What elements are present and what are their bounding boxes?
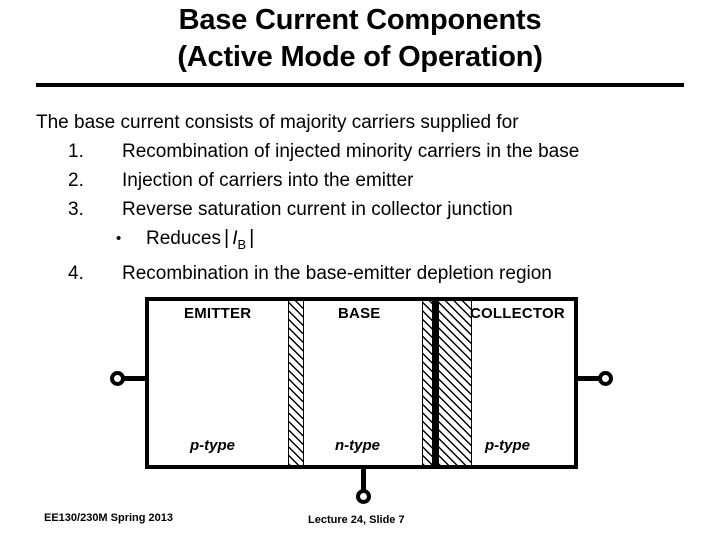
list-item-label: Injection of carriers into the emitter [122, 170, 414, 191]
collector-terminal [598, 371, 613, 386]
list-item-marker: 2. [68, 170, 84, 191]
list-item-marker: 3. [68, 199, 84, 220]
list-item-label: Recombination of injected minority carri… [122, 141, 580, 162]
sub-bullet-prefix: Reduces [146, 228, 221, 249]
list-item-label: Reverse saturation current in collector … [122, 199, 513, 220]
title-divider [36, 83, 684, 87]
page-title: Base Current Components (Active Mode of … [0, 2, 720, 76]
list-item-marker: 4. [68, 262, 84, 284]
emitter-region-label: EMITTER [184, 305, 252, 322]
base-region-label: BASE [338, 305, 381, 322]
title-line-2: (Active Mode of Operation) [177, 41, 543, 73]
list-item-marker: 1. [68, 141, 84, 162]
lead-in-text: The base current consists of majority ca… [36, 112, 519, 133]
base-collector-depletion-region-wide [438, 301, 472, 465]
collector-lead [576, 376, 601, 381]
current-symbol: IB [232, 228, 247, 252]
list-item: 3. Reverse saturation current in collect… [36, 195, 696, 224]
bullet-dot-icon: • [116, 230, 122, 247]
base-terminal [356, 489, 371, 504]
footer-course: EE130/230M Spring 2013 [44, 512, 174, 524]
collector-region-label: COLLECTOR [470, 305, 565, 322]
sub-list-item-label: Reduces|IB| [146, 224, 257, 259]
emitter-doping-label: p-type [190, 437, 235, 454]
list-item: 1. Recombination of injected minority ca… [36, 137, 696, 166]
current-symbol-subscript: B [237, 236, 247, 252]
bjt-cross-section-diagram: EMITTER BASE COLLECTOR p-type n-type p-t… [110, 297, 613, 504]
collector-doping-label: p-type [485, 437, 530, 454]
list-item: 2. Injection of carriers into the emitte… [36, 166, 696, 195]
abs-bar-open: | [224, 227, 230, 249]
base-collector-depletion-region-narrow [422, 301, 433, 465]
list-item-label: Recombination in the base-emitter deplet… [122, 262, 552, 284]
base-lead [361, 465, 366, 491]
current-symbol-base: I [232, 228, 238, 249]
title-line-1: Base Current Components [178, 4, 542, 36]
emitter-lead [122, 376, 147, 381]
base-doping-label: n-type [335, 437, 380, 454]
sub-list-item: • Reduces|IB| [36, 224, 696, 259]
footer-lecture: Lecture 24, Slide 7 [308, 514, 405, 526]
abs-bar-close: | [249, 227, 255, 249]
list-item: 4. Recombination in the base-emitter dep… [36, 259, 696, 288]
base-collector-junction-line [433, 301, 438, 465]
emitter-terminal [110, 371, 125, 386]
base-emitter-depletion-region [288, 301, 304, 465]
body-content: The base current consists of majority ca… [36, 108, 696, 288]
